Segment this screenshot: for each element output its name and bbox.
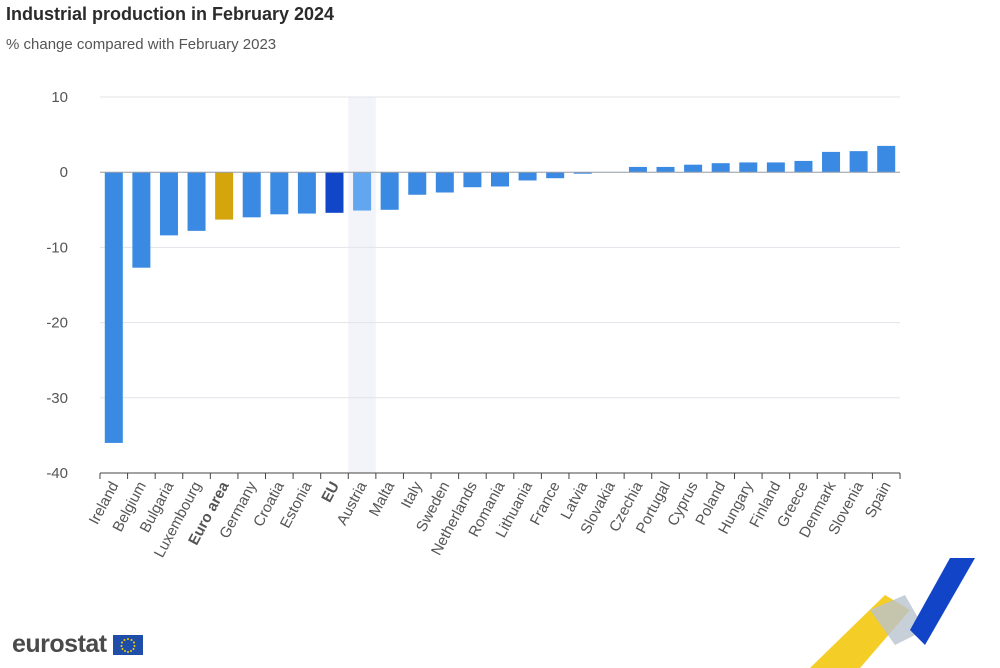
x-tick-label: Malta bbox=[366, 478, 399, 519]
bar-croatia[interactable] bbox=[270, 172, 289, 215]
eurostat-logo[interactable]: eurostat bbox=[12, 630, 143, 659]
y-tick-label: -30 bbox=[46, 390, 68, 407]
bar-sweden[interactable] bbox=[435, 172, 454, 193]
bar-poland[interactable] bbox=[711, 163, 730, 173]
y-tick-label: 10 bbox=[51, 89, 68, 106]
x-tick-label: Spain bbox=[862, 479, 895, 521]
bar-ireland[interactable] bbox=[104, 172, 123, 443]
eu-flag-icon bbox=[112, 634, 143, 655]
chart-subtitle: % change compared with February 2023 bbox=[6, 36, 277, 53]
y-tick-label: -20 bbox=[46, 315, 68, 332]
bar-luxembourg[interactable] bbox=[187, 172, 206, 231]
logo-text: eurostat bbox=[12, 630, 107, 658]
bar-slovenia[interactable] bbox=[849, 151, 868, 173]
bar-finland[interactable] bbox=[766, 162, 785, 173]
bar-romania[interactable] bbox=[491, 172, 509, 187]
bar-bulgaria[interactable] bbox=[159, 172, 178, 236]
chart-title: Industrial production in February 2024 bbox=[6, 4, 335, 24]
bar-denmark[interactable] bbox=[822, 151, 841, 173]
y-tick-label: -10 bbox=[46, 239, 68, 256]
bar-france[interactable] bbox=[546, 172, 565, 179]
bar-hungary[interactable] bbox=[739, 162, 758, 173]
bar-spain[interactable] bbox=[877, 145, 896, 173]
x-tick-label: EU bbox=[318, 479, 343, 505]
y-tick-label: -40 bbox=[46, 465, 68, 482]
bar-germany[interactable] bbox=[242, 172, 261, 218]
bar-lithuania[interactable] bbox=[518, 172, 537, 181]
bar-czechia[interactable] bbox=[628, 166, 647, 173]
bar-netherlands[interactable] bbox=[463, 172, 482, 188]
highlight-band bbox=[348, 97, 376, 473]
y-tick-label: 0 bbox=[60, 164, 68, 181]
bar-cyprus[interactable] bbox=[684, 164, 703, 173]
bar-italy[interactable] bbox=[408, 172, 427, 195]
bar-euro-area[interactable] bbox=[215, 172, 234, 220]
x-tick-label: Italy bbox=[398, 478, 426, 511]
corner-decoration bbox=[810, 558, 975, 668]
bar-belgium[interactable] bbox=[132, 172, 151, 268]
bar-greece[interactable] bbox=[794, 160, 813, 173]
bar-malta[interactable] bbox=[380, 172, 399, 210]
bar-latvia[interactable] bbox=[573, 172, 592, 174]
bar-austria[interactable] bbox=[353, 172, 372, 211]
bar-estonia[interactable] bbox=[297, 172, 316, 214]
bar-eu[interactable] bbox=[325, 172, 344, 213]
bar-portugal[interactable] bbox=[656, 166, 675, 173]
